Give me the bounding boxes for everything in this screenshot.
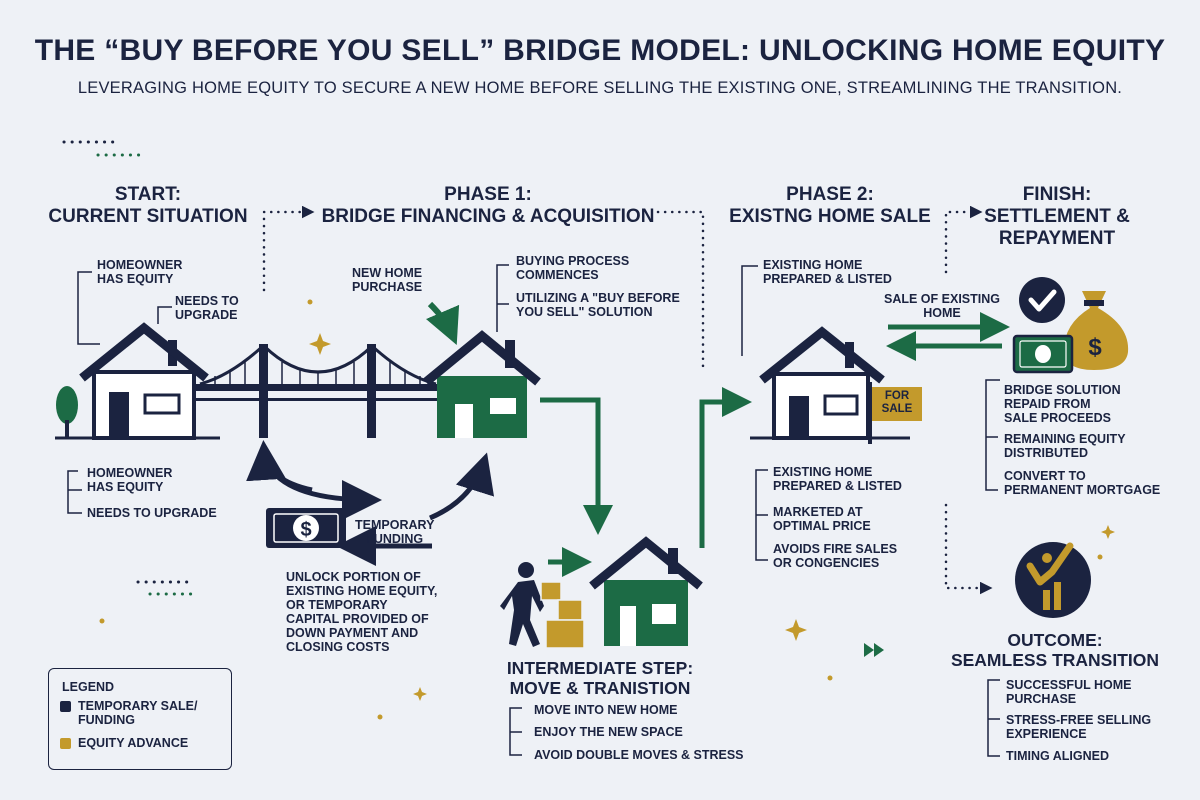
mover-person-icon	[500, 562, 544, 647]
checkmark-icon	[1019, 277, 1065, 323]
success-growth-icon	[1015, 542, 1091, 618]
sparkle-icons	[99, 299, 1115, 720]
svg-text:$: $	[300, 519, 311, 541]
intermediate-home-icon	[589, 536, 703, 646]
funding-flow-arrows	[246, 440, 495, 566]
legend-label-temporary: TEMPORARY SALE/FUNDING	[78, 699, 198, 727]
outcome-item: TIMING ALIGNED	[1006, 749, 1110, 763]
moving-boxes-icon	[540, 581, 585, 649]
for-sale-sign-icon	[868, 382, 922, 444]
settlement-arrows	[886, 312, 1010, 361]
page-title: THE “BUY BEFORE YOU SELL” BRIDGE MODEL: …	[34, 34, 1166, 67]
callout-brackets	[67, 264, 1000, 757]
outcome-heading: OUTCOME:SEAMLESS TRANSITION	[950, 630, 1160, 670]
tree-icon	[56, 386, 78, 438]
bridge-icon	[196, 344, 440, 438]
intermediate-item: ENJOY THE NEW SPACE	[534, 725, 683, 739]
cash-icon	[1012, 334, 1074, 374]
money-bag-icon: $	[1064, 291, 1129, 370]
current-home-icon	[79, 322, 209, 440]
money-bill-icon: $	[266, 508, 346, 548]
dotted-arrow-start-to-phase1	[262, 205, 315, 292]
phase1-heading: PHASE 1:BRIDGE FINANCING & ACQUISITION	[321, 184, 655, 227]
legend-box	[48, 668, 232, 770]
intermediate-heading: INTERMEDIATE STEP:MOVE & TRANISTION	[506, 658, 694, 698]
existing-home-icon	[759, 326, 885, 440]
finish-heading: FINISH:SETTLEMENT &REPAYMENT	[984, 184, 1130, 249]
legend-swatch-gold	[60, 738, 71, 749]
legend-swatch-navy	[60, 701, 71, 712]
dotted-arrow-phase1-to-phase2	[656, 210, 705, 372]
page-subtitle: LEVERAGING HOME EQUITY TO SECURE A NEW H…	[77, 79, 1123, 97]
legend-title: LEGEND	[62, 680, 115, 694]
dotted-arrow-to-outcome	[944, 503, 993, 595]
green-flow-arrows	[540, 387, 752, 577]
intermediate-item: MOVE INTO NEW HOME	[534, 703, 678, 717]
double-chevron-icon	[864, 643, 884, 657]
decor-dots-top	[62, 140, 148, 157]
new-home-arrow	[425, 301, 460, 346]
decor-dots-left	[136, 580, 200, 596]
svg-text:$: $	[1088, 334, 1102, 361]
intermediate-item: AVOID DOUBLE MOVES & STRESS	[534, 748, 744, 762]
start-list-upgrade: NEEDS TO UPGRADE	[87, 506, 217, 520]
new-home-icon	[423, 330, 541, 438]
start-heading: START:CURRENT SITUATION	[48, 184, 248, 227]
legend-label-equity: EQUITY ADVANCE	[78, 736, 189, 750]
phase2-heading: PHASE 2:EXISTNG HOME SALE	[729, 184, 931, 227]
